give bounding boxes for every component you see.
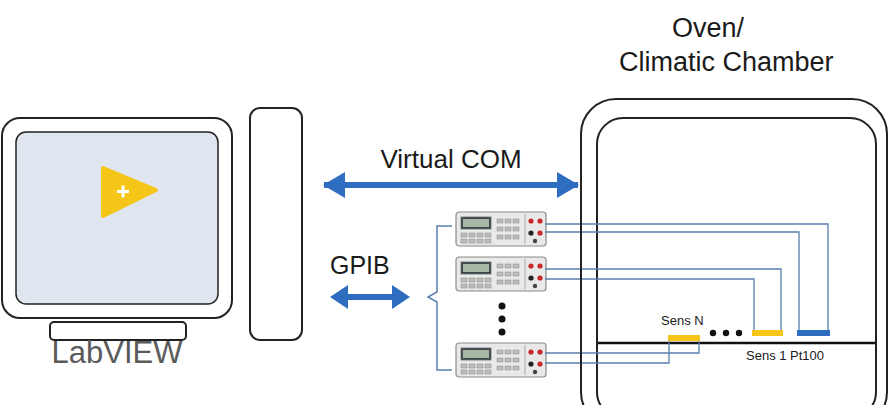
sensor-wires [545,224,828,363]
chamber-title: Oven/ Climatic Chamber [619,12,837,80]
link-label: Virtual COM [380,143,521,176]
sensor [752,330,783,336]
sensor [668,335,700,341]
bus-name: GPIB [330,250,390,281]
monitor [2,118,232,340]
labview-logo [103,168,156,216]
chamber-inner-wall [597,118,876,405]
pt100-sensor [797,330,830,336]
serial-link-arrow [324,182,578,188]
sensor-name: Sens 1 Pt100 [746,348,824,364]
computer: LabVIEW [0,108,302,348]
multimeters [456,212,546,377]
software-name: LabVIEW [16,334,218,373]
ellipsis-dots [710,330,742,336]
sensor-name: Sens N [661,313,704,329]
bracket [428,226,452,370]
pc-tower [250,108,302,340]
shelf [598,342,876,345]
gpib-arrow [330,285,410,309]
climatic-chamber: Oven/ Climatic Chamber [580,98,888,405]
